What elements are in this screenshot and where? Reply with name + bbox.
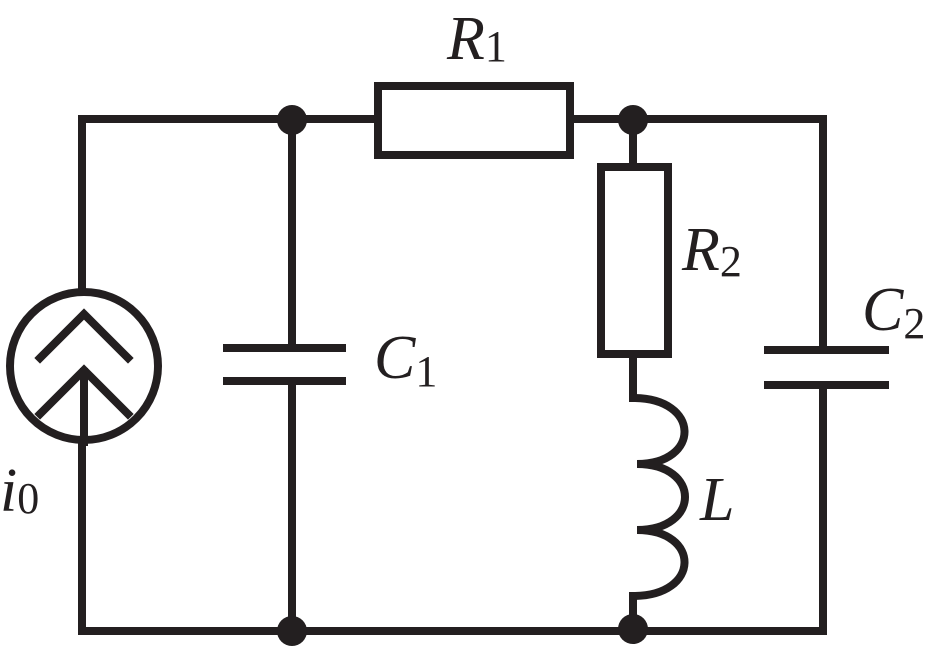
current-source-arrow-upper <box>34 308 134 364</box>
label-r1: R1 <box>446 5 507 73</box>
resistor-r1-body <box>374 82 574 159</box>
junction-node-bottom-right <box>618 614 648 644</box>
label-r2: R2 <box>681 216 742 286</box>
label-i0-symbol: i <box>0 457 17 525</box>
label-c1-subscript: 1 <box>415 347 437 396</box>
label-r2-symbol: R <box>681 216 720 284</box>
current-source-symbol <box>6 288 162 446</box>
label-r1-symbol: R <box>446 5 485 73</box>
label-i0: i0 <box>0 457 39 525</box>
resistor-r2-body <box>597 163 672 358</box>
label-c2-symbol: C <box>862 276 904 344</box>
label-i0-subscript: 0 <box>17 474 39 523</box>
capacitor-c2-branch: C2 <box>764 115 925 635</box>
capacitor-c1-branch: C1 <box>223 115 437 635</box>
label-l: L <box>699 466 734 534</box>
label-c2-subscript: 2 <box>903 299 925 348</box>
current-source-branch: i0 <box>0 115 162 635</box>
junction-node-top-left <box>277 105 307 135</box>
resistor-r1: R1 <box>374 5 574 159</box>
junction-nodes <box>277 105 648 646</box>
label-r1-subscript: 1 <box>485 22 507 71</box>
label-c1: C1 <box>374 324 437 396</box>
label-c1-symbol: C <box>374 324 416 392</box>
label-r2-subscript: 2 <box>720 237 742 286</box>
r2-l-branch: R2 L <box>597 115 742 635</box>
junction-node-top-right <box>618 105 648 135</box>
inductor-coil <box>628 393 689 601</box>
label-c2: C2 <box>862 276 925 348</box>
junction-node-bottom-left <box>277 616 307 646</box>
